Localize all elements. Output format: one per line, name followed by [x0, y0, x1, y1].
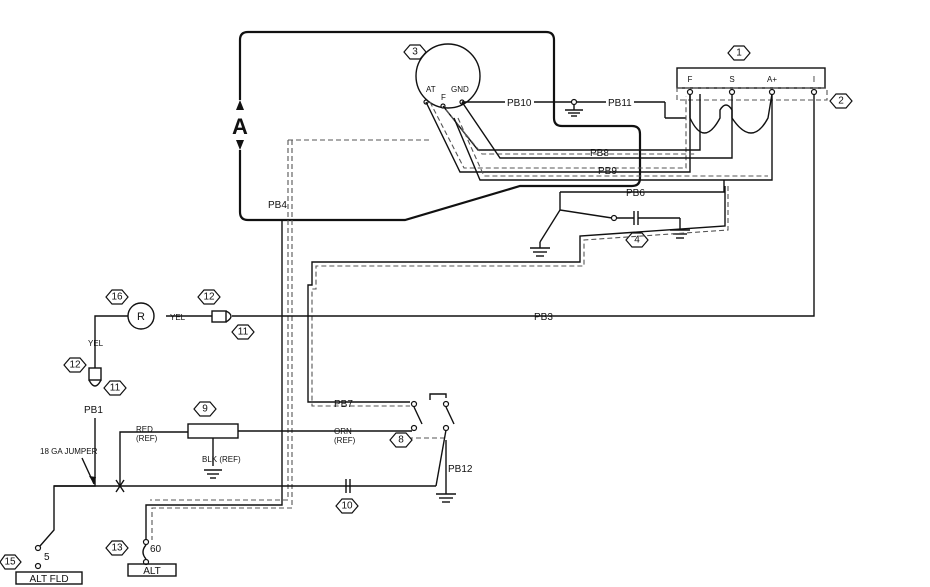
wire-orn: ORN — [334, 427, 352, 436]
ground-icon — [530, 242, 550, 257]
wire-yel-2: YEL — [88, 339, 104, 348]
svg-text:15: 15 — [4, 557, 16, 568]
jumper-label: 18 GA JUMPER — [40, 447, 98, 456]
reg-terminal-f: F — [441, 93, 446, 102]
ref-11-left: 11 — [103, 380, 127, 396]
ref-12-left: 12 — [63, 357, 87, 373]
svg-text:2: 2 — [838, 96, 844, 107]
label-pb8: PB8 — [590, 148, 609, 159]
ref-11-top: 11 — [231, 324, 255, 340]
voltage-regulator — [415, 43, 481, 109]
svg-text:10: 10 — [341, 501, 353, 512]
label-pb4: PB4 — [268, 200, 287, 211]
label-pb1: PB1 — [84, 405, 103, 416]
ref-4: 4 — [625, 232, 649, 248]
breaker-alt-fld-box — [15, 571, 83, 585]
ref-2: 2 — [829, 93, 853, 109]
breaker-alt-label: ALT — [143, 566, 161, 577]
label-pb10: PB10 — [507, 98, 532, 109]
svg-text:13: 13 — [111, 543, 123, 554]
svg-text:3: 3 — [412, 47, 418, 58]
alt-terminal-f: F — [688, 75, 693, 84]
svg-text:11: 11 — [110, 383, 121, 394]
ref-8: 8 — [389, 432, 413, 448]
arrow-up-icon — [236, 100, 244, 110]
ref-9: 9 — [193, 401, 217, 417]
svg-text:12: 12 — [203, 292, 215, 303]
wire-yel-1: YEL — [170, 313, 186, 322]
reg-terminal-at: AT — [426, 85, 436, 94]
svg-text:9: 9 — [202, 404, 208, 415]
breaker-alt-fld-label: ALT FLD — [29, 574, 68, 585]
wire-orn-ref: (REF) — [334, 436, 356, 445]
alt-terminal-a-plus: A+ — [767, 75, 777, 84]
svg-text:12: 12 — [69, 360, 81, 371]
svg-text:4: 4 — [634, 235, 640, 246]
ground-icon — [436, 493, 456, 503]
ground-icon — [204, 469, 222, 479]
label-pb9: PB9 — [598, 166, 617, 177]
connector-plug — [211, 310, 227, 323]
svg-text:8: 8 — [398, 435, 404, 446]
wire-red-ref: (REF) — [136, 434, 158, 443]
alt-terminal-s: S — [729, 75, 734, 84]
svg-text:11: 11 — [238, 327, 249, 338]
label-pb3: PB3 — [534, 312, 553, 323]
label-pb6: PB6 — [626, 188, 645, 199]
harness-loop-a — [238, 30, 642, 222]
label-pb12: PB12 — [448, 464, 473, 475]
ref-13: 13 — [105, 540, 129, 556]
ref-16: 16 — [105, 289, 129, 305]
ground-icon — [565, 105, 583, 117]
resistor — [187, 423, 239, 439]
arrow-letter: A — [232, 114, 248, 139]
breaker-alt-fld-amp: 5 — [44, 552, 50, 563]
reg-terminal-gnd: GND — [451, 85, 469, 94]
breaker-alt-box — [127, 563, 177, 577]
svg-text:16: 16 — [111, 292, 123, 303]
ref-10: 10 — [335, 498, 359, 514]
ref-3: 3 — [403, 44, 427, 60]
ref-12-top: 12 — [197, 289, 221, 305]
ref-1: 1 — [727, 45, 751, 61]
wire-blk: BLK (REF) — [202, 455, 241, 464]
breaker-alt-amp: 60 — [150, 544, 162, 555]
lamp-symbol: R — [137, 311, 145, 323]
connector-plug-vertical — [88, 367, 102, 381]
alt-terminal-i: I — [813, 75, 815, 84]
wire-red: RED — [136, 425, 153, 434]
svg-text:1: 1 — [736, 48, 742, 59]
arrow-down-icon — [236, 140, 244, 150]
label-pb11: PB11 — [608, 98, 632, 109]
label-pb7: PB7 — [334, 399, 353, 410]
ref-15: 15 — [0, 554, 22, 570]
alternator-terminal-block — [676, 67, 826, 89]
